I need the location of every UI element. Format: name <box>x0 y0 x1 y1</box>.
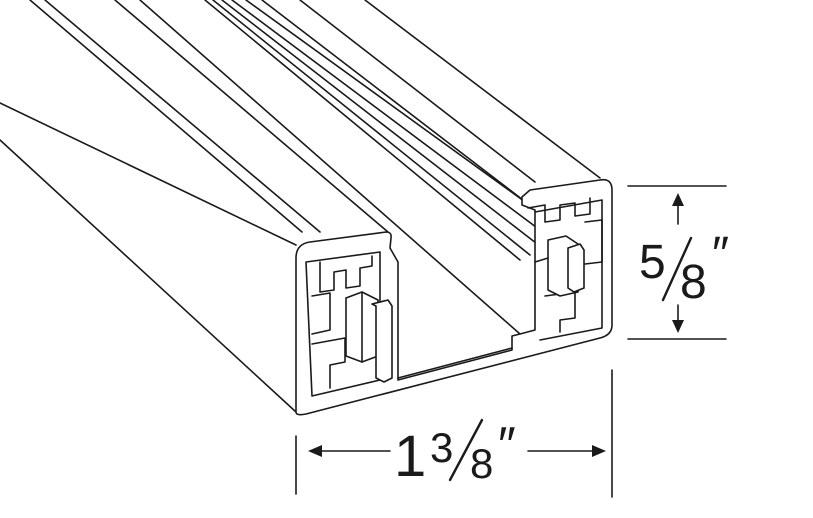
width-arrow-left-icon <box>308 445 322 457</box>
track-left-inner-edge <box>44 0 321 233</box>
left-wall-notch-mid <box>311 292 331 335</box>
contact-blade-left <box>371 299 393 383</box>
height-denominator: 8 <box>680 256 707 309</box>
height-arrow-down-icon <box>672 320 684 333</box>
width-denominator: 8 <box>470 440 493 487</box>
width-unit: ″ <box>498 417 516 473</box>
track-left-lip-edge <box>114 0 389 233</box>
channel-floor <box>397 347 513 379</box>
left-wall-notch-top <box>319 255 373 293</box>
width-arrow-right-icon <box>592 445 606 457</box>
height-numerator: 5 <box>639 236 666 289</box>
right-wall-notch-top <box>527 197 591 223</box>
height-arrow-up-icon <box>672 193 684 206</box>
width-whole: 1 <box>394 424 426 489</box>
track-bottom-edge <box>0 139 297 413</box>
profile-outline <box>295 178 613 416</box>
height-dimension: 5 8 ″ <box>627 185 729 340</box>
left-wall-notch-bottom <box>311 337 346 389</box>
right-wall-ledge <box>534 257 549 263</box>
width-dimension: 1 3 8 ″ <box>295 369 613 498</box>
width-fraction-slash <box>448 418 484 482</box>
height-fraction-slash <box>661 236 693 302</box>
contact-blade-right <box>567 243 585 293</box>
rail-groove-1 <box>204 0 521 261</box>
track-left-top-edge <box>29 0 303 233</box>
rail-groove-2 <box>212 0 531 256</box>
width-numerator: 3 <box>430 424 453 471</box>
channel-floor-edge <box>139 0 521 335</box>
right-wall-inner <box>534 199 603 341</box>
track-right-inner-edge <box>261 0 524 201</box>
track-body <box>0 0 601 413</box>
rail-groove-3 <box>221 0 546 251</box>
track-left-outer-edge <box>0 102 297 246</box>
track-right-lip-edge <box>299 0 536 183</box>
end-profile <box>295 178 613 416</box>
right-wall-notch-mid <box>584 219 603 265</box>
rail-groove-4 <box>231 0 561 246</box>
height-unit: ″ <box>712 228 729 281</box>
track-right-top-edge <box>364 0 601 179</box>
